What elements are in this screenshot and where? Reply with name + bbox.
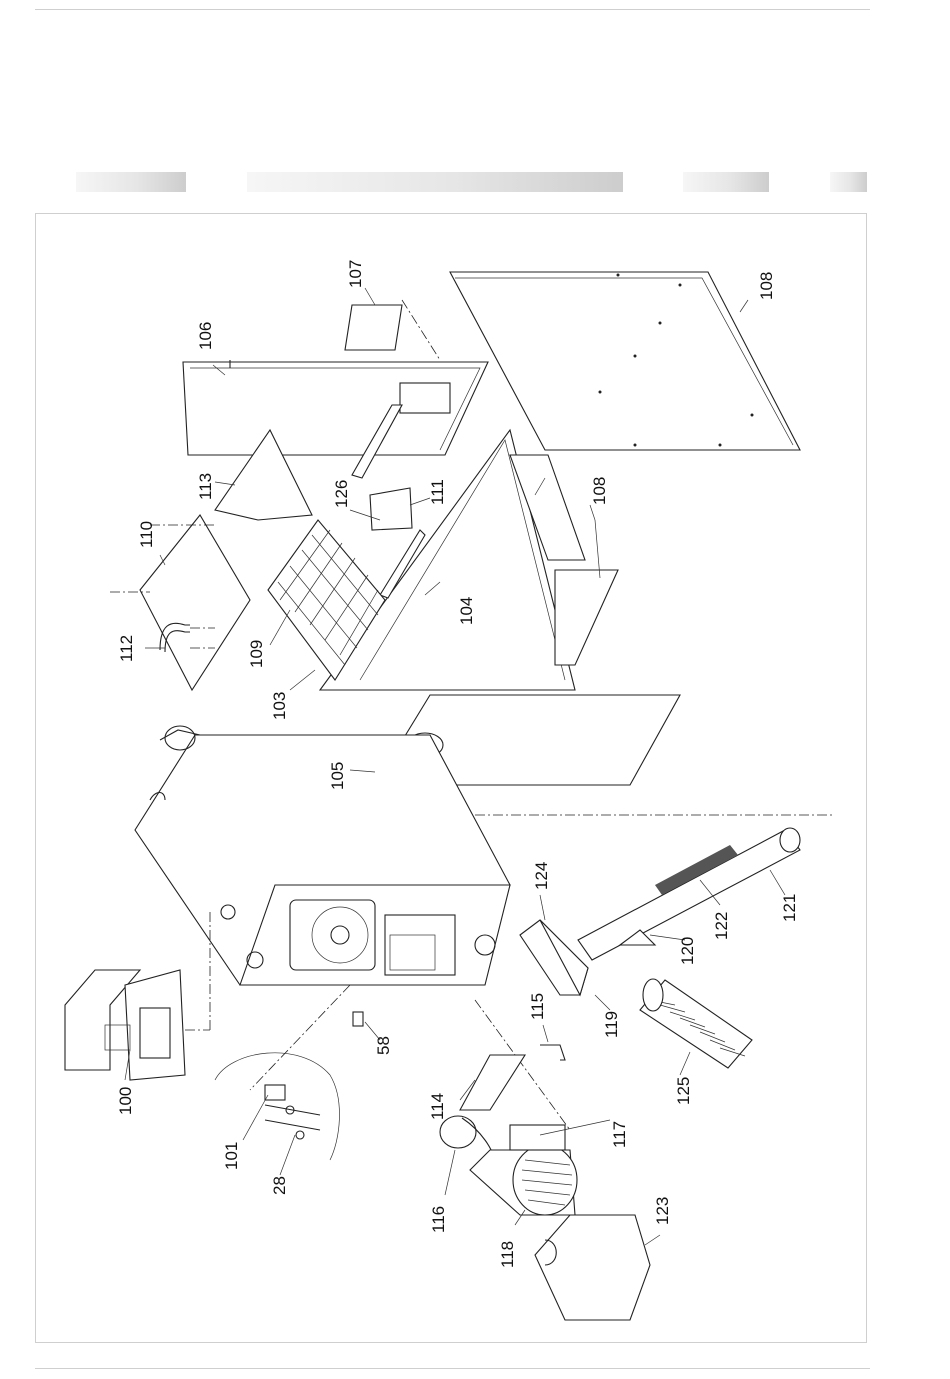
cover-123-drawing — [535, 1215, 650, 1320]
label-108-rails: 108 — [590, 477, 609, 505]
label-105: 105 — [328, 762, 347, 790]
auger-assembly-drawing — [520, 828, 800, 995]
part-58-drawing — [353, 1012, 363, 1026]
label-117: 117 — [610, 1121, 629, 1148]
bracket-111-drawing — [370, 488, 412, 530]
label-119: 119 — [602, 1011, 621, 1038]
label-103: 103 — [270, 692, 289, 720]
burner-assembly-drawing — [440, 1055, 577, 1215]
label-112: 112 — [117, 635, 136, 662]
label-116: 116 — [429, 1206, 448, 1233]
label-114: 114 — [428, 1093, 447, 1120]
label-109: 109 — [247, 640, 266, 668]
side-frame-drawing — [183, 360, 488, 478]
label-58: 58 — [374, 1036, 393, 1055]
label-110: 110 — [137, 521, 156, 548]
label-123: 123 — [653, 1197, 672, 1225]
label-100: 100 — [116, 1087, 135, 1115]
label-104: 104 — [457, 597, 476, 625]
label-125: 125 — [674, 1077, 693, 1105]
label-108-top: 108 — [757, 272, 776, 300]
label-124: 124 — [532, 862, 551, 890]
label-113: 113 — [196, 473, 215, 500]
label-118: 118 — [498, 1241, 517, 1268]
label-115: 115 — [528, 993, 547, 1020]
label-120: 120 — [678, 937, 697, 965]
back-panel-drawing — [450, 272, 800, 450]
flex-hose-drawing — [640, 979, 752, 1068]
label-121: 121 — [780, 894, 799, 922]
label-107: 107 — [346, 260, 365, 288]
label-122: 122 — [712, 912, 731, 940]
label-111: 111 — [428, 479, 447, 505]
label-101: 101 — [222, 1142, 241, 1170]
label-106: 106 — [196, 322, 215, 350]
hook-115-drawing — [540, 1045, 565, 1060]
label-126: 126 — [332, 480, 351, 508]
door-110-drawing — [110, 515, 250, 690]
small-plate-drawing — [345, 305, 402, 350]
label-28: 28 — [270, 1176, 289, 1195]
